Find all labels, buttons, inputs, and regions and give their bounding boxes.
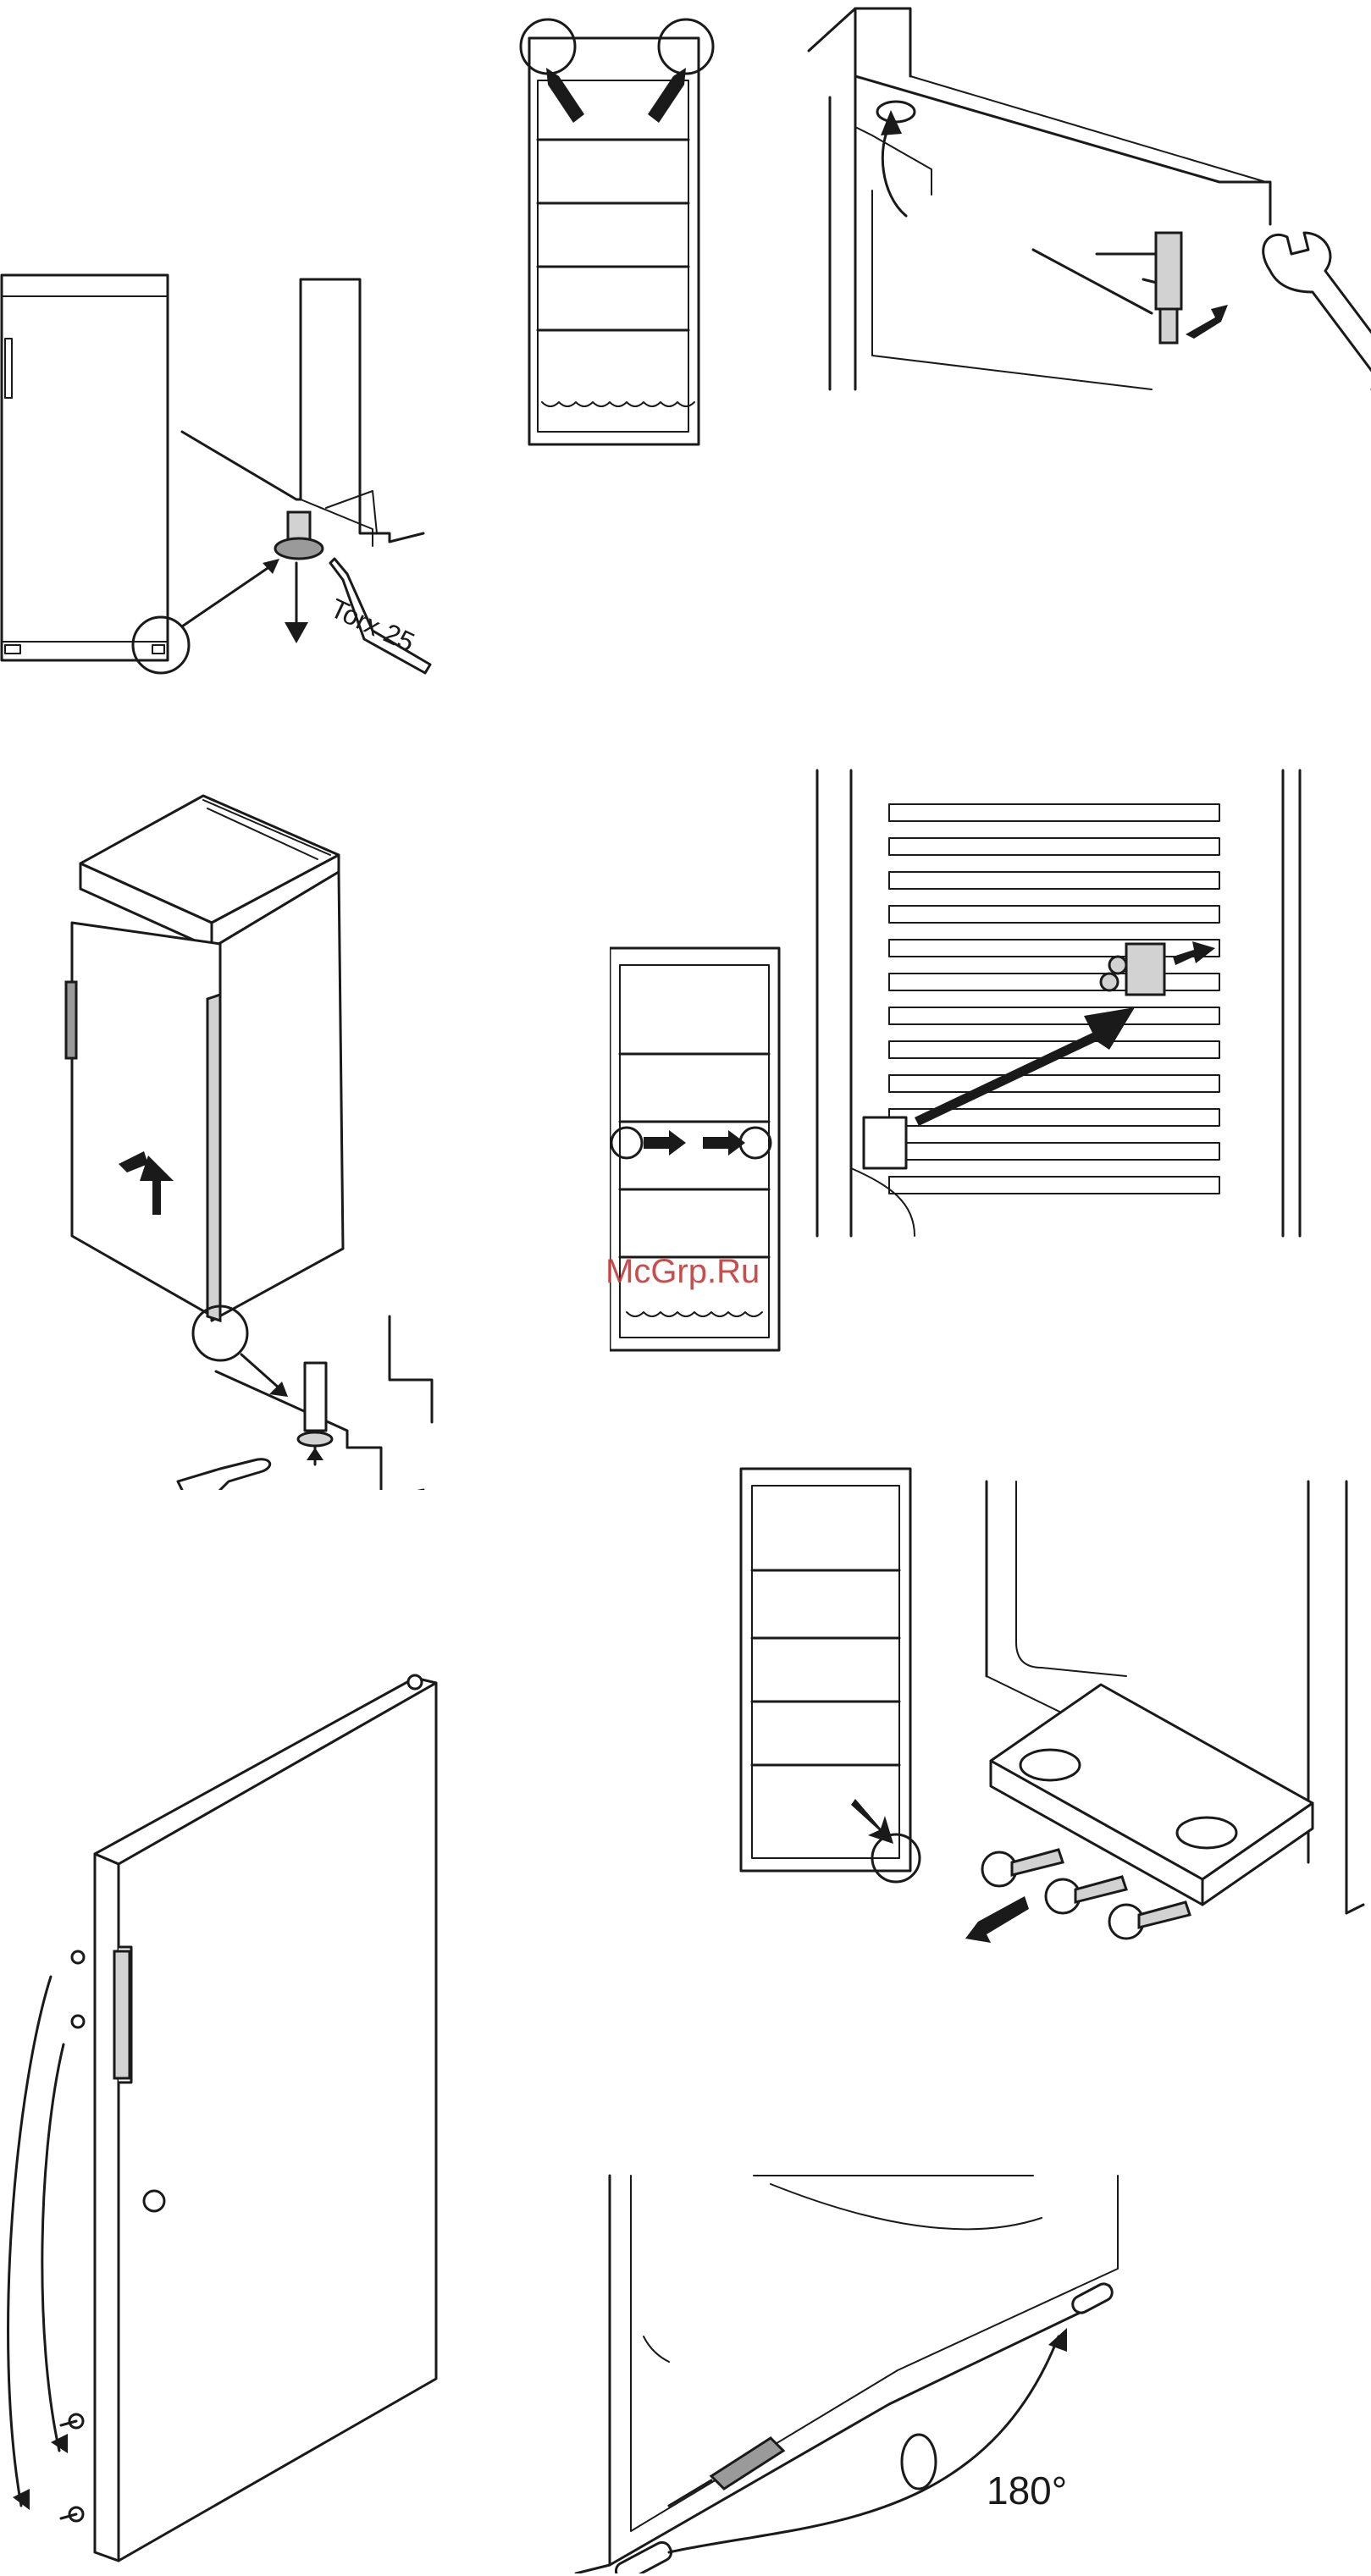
figure-hinge-pin-wrench xyxy=(796,0,1371,440)
figure-bottom-bracket xyxy=(737,1465,1371,2006)
figure-bracket-swap: McGrp.Ru xyxy=(610,762,1371,1354)
rotation-label: 180° xyxy=(987,2468,1067,2513)
figure-door-lift xyxy=(59,779,466,1490)
figure-cover-rotate: 180° xyxy=(559,2167,1152,2573)
left-slot-circle xyxy=(611,1128,642,1158)
watermark-text: McGrp.Ru xyxy=(605,1253,760,1291)
figure-top-corners xyxy=(512,17,716,449)
figure-foot-removal: Torx 25 xyxy=(0,254,440,694)
figure-handle-relocation xyxy=(0,1659,474,2576)
top-right-corner-circle xyxy=(659,19,713,74)
